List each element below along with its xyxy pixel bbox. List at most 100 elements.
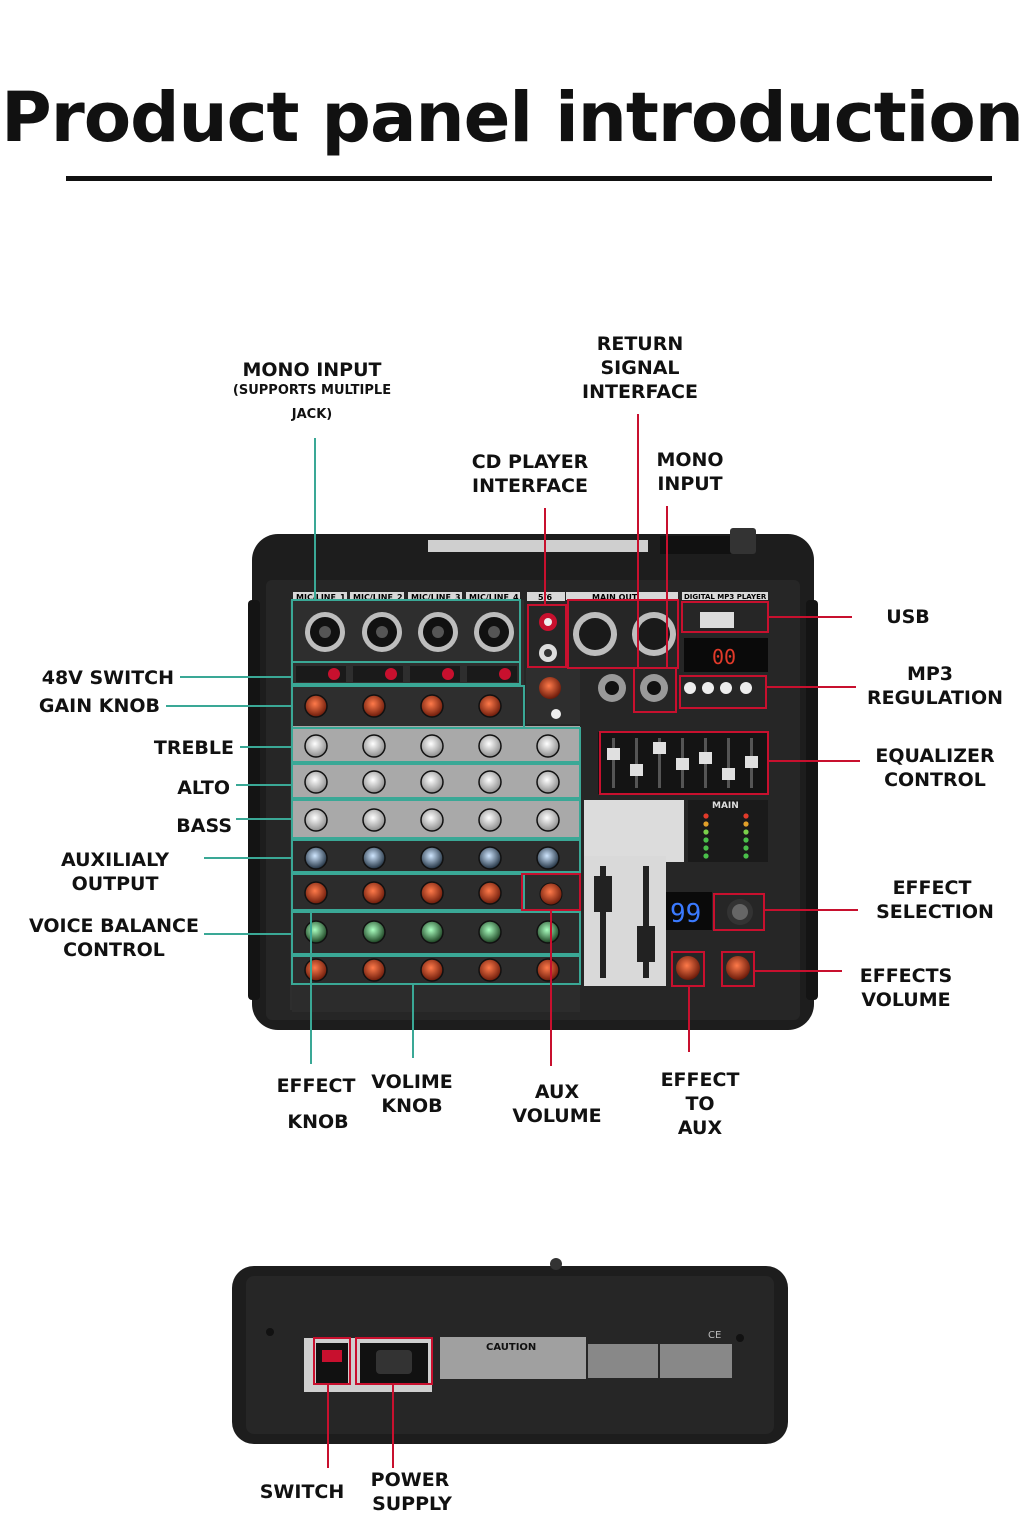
- caution-label: CAUTION: [486, 1342, 536, 1353]
- label-mono-input: MONO INPUT: [242, 359, 382, 381]
- bass-knob: [362, 808, 386, 832]
- label-return-3: INTERFACE: [582, 381, 698, 403]
- gain-knob: [420, 694, 444, 718]
- bass-knob: [536, 808, 560, 832]
- bass-knob: [420, 808, 444, 832]
- volume-knob: [304, 958, 328, 982]
- eq-slider-knob: [722, 768, 735, 780]
- ce-mark: CE: [708, 1330, 721, 1341]
- leader-aux: [204, 857, 292, 859]
- volume-knob: [478, 958, 502, 982]
- effect-knob: [478, 881, 502, 905]
- alto-knob: [420, 770, 444, 794]
- volume-knob: [362, 958, 386, 982]
- label-voice-bal-2: CONTROL: [63, 939, 165, 961]
- leader-aux-volume: [550, 910, 552, 1066]
- label-mono2-1: MONO: [656, 449, 724, 471]
- ch2-header: MIC/LINE: [353, 593, 393, 602]
- phantom-switches: [296, 666, 517, 682]
- label-effect-sel-1: EFFECT: [892, 877, 972, 899]
- meter-led: [743, 829, 749, 835]
- alto-knob: [478, 770, 502, 794]
- label-effects-vol-1: EFFECTS: [859, 965, 953, 987]
- leader-effect-to-aux: [688, 986, 690, 1052]
- label-effect-to-aux-1: EFFECT: [660, 1069, 740, 1091]
- label-power-2: SUPPLY: [372, 1493, 452, 1515]
- effect-knob: [362, 881, 386, 905]
- leader-effect-knob: [310, 910, 312, 1064]
- leader-eq: [768, 760, 860, 762]
- effect-knob: [420, 881, 444, 905]
- volume-knob: [536, 958, 560, 982]
- gain-knob: [478, 694, 502, 718]
- aux-knob: [478, 846, 502, 870]
- leader-bass: [236, 818, 292, 820]
- label-cd-1: CD PLAYER: [471, 451, 589, 473]
- xlr-jacks: [305, 612, 514, 652]
- leader-return: [637, 414, 639, 668]
- label-volume-knob-1: VOLIME: [371, 1071, 453, 1093]
- aux-knob: [536, 846, 560, 870]
- eq-slider-knob: [676, 758, 689, 770]
- label-mp3-1: MP3: [906, 663, 954, 685]
- ch2-num: 2: [397, 593, 403, 602]
- label-volume-knob-2: KNOB: [381, 1095, 443, 1117]
- treble-knob: [362, 734, 386, 758]
- ch3-header: MIC/LINE: [411, 593, 451, 602]
- eq-slider-knob: [630, 764, 643, 776]
- ch4-header: MIC/LINE: [469, 593, 509, 602]
- label-aux-out-1: AUXILIALY: [60, 849, 170, 871]
- leader-mp3: [766, 686, 856, 688]
- meter-led: [743, 845, 749, 851]
- aux-knob: [420, 846, 444, 870]
- treble-knob: [536, 734, 560, 758]
- bass-knob: [478, 808, 502, 832]
- meter-led: [703, 829, 709, 835]
- meter-led: [703, 821, 709, 827]
- eq-slider-track: [635, 738, 638, 788]
- label-alto: ALTO: [177, 777, 230, 799]
- treble-knob: [420, 734, 444, 758]
- meter-led: [703, 837, 709, 843]
- label-eq-2: CONTROL: [884, 769, 986, 791]
- leader-gain: [166, 705, 292, 707]
- label-effects-vol-2: VOLUME: [861, 989, 951, 1011]
- leader-power: [392, 1384, 394, 1468]
- leader-switch: [327, 1384, 329, 1468]
- pan-knob: [478, 920, 502, 944]
- label-power-1: POWER: [370, 1469, 450, 1491]
- meter-led: [743, 821, 749, 827]
- meter-led: [703, 813, 709, 819]
- leader-usb: [768, 616, 852, 618]
- label-aux-volume-2: VOLUME: [512, 1105, 602, 1127]
- ch1-num: 1: [340, 593, 346, 602]
- effect-knob: [304, 881, 328, 905]
- gain-knob: [362, 694, 386, 718]
- eq-slider-knob: [699, 752, 712, 764]
- leader-alto: [236, 784, 292, 786]
- label-effect-to-aux-3: AUX: [677, 1117, 723, 1139]
- meter-led: [743, 837, 749, 843]
- pan-knob: [536, 920, 560, 944]
- eq-slider-track: [727, 738, 730, 788]
- gain-knob: [304, 694, 328, 718]
- leader-mono-input: [314, 438, 316, 600]
- leader-treble: [240, 746, 292, 748]
- aux-volume-knob: [539, 882, 563, 906]
- label-voice-bal-1: VOICE BALANCE: [29, 915, 199, 937]
- mp3-player-label: DIGITAL MP3 PLAYER: [684, 593, 767, 601]
- pan-knob: [362, 920, 386, 944]
- eq-slider-knob: [607, 748, 620, 760]
- leader-volume-knob: [412, 984, 414, 1058]
- label-mono-input-sub1: (SUPPORTS MULTIPLE: [232, 383, 392, 398]
- main-meter-label: MAIN: [712, 801, 739, 811]
- aux-knob: [362, 846, 386, 870]
- eq-slider-track: [658, 738, 661, 788]
- treble-knob: [304, 734, 328, 758]
- pan-knob: [304, 920, 328, 944]
- label-switch: SWITCH: [259, 1481, 345, 1503]
- leader-effect-sel: [764, 909, 858, 911]
- label-effect-sel-2: SELECTION: [876, 901, 994, 923]
- label-gain: GAIN KNOB: [38, 695, 160, 717]
